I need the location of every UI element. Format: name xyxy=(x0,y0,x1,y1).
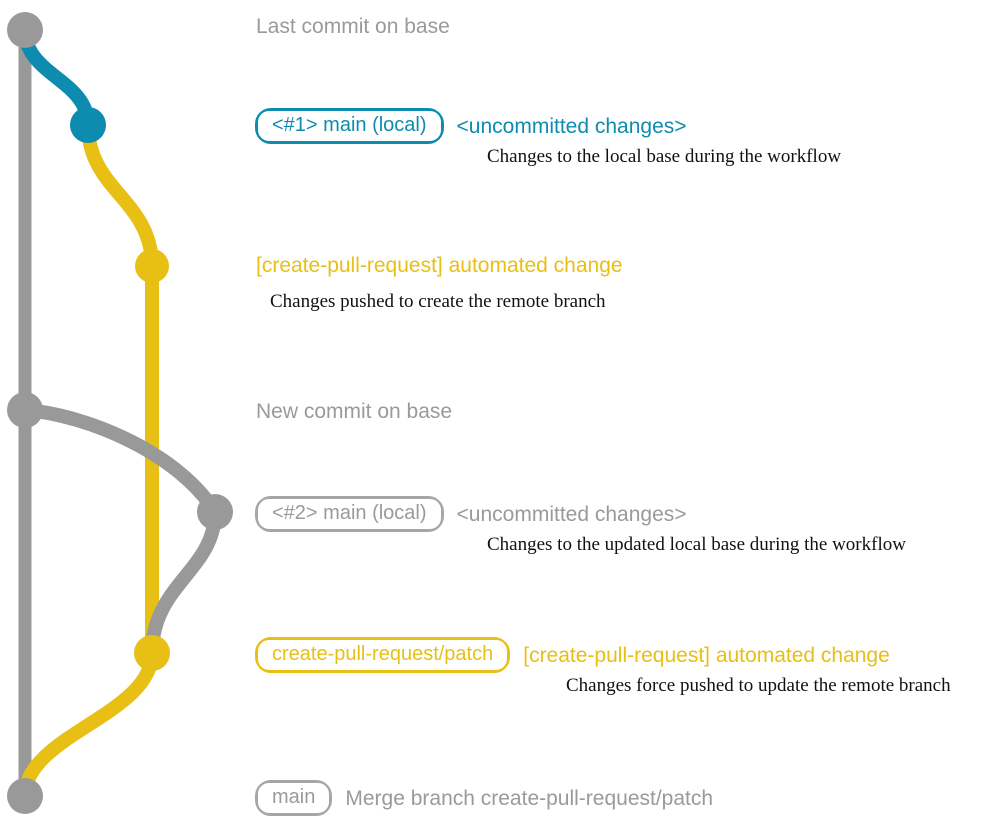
commit-subject-merge: Merge branch create-pull-request/patch xyxy=(345,786,714,810)
commit-subject-automated-change-1: [create-pull-request] automated change xyxy=(256,254,623,277)
commit-node-local-main-2[interactable] xyxy=(197,494,233,530)
ref-badge-main[interactable]: main xyxy=(254,780,333,816)
commit-subject-automated-change-2: [create-pull-request] automated change xyxy=(523,643,890,667)
ref-badge-local-main-1[interactable]: <#1> main (local) xyxy=(255,108,444,144)
commit-row-automated-change-1: [create-pull-request] automated change xyxy=(256,255,623,276)
commit-note-local-main-2: Changes to the updated local base during… xyxy=(487,534,906,555)
commit-node-automated-change-1[interactable] xyxy=(135,249,169,283)
commit-row-local-main-2: <#2> main (local) <uncommitted changes> xyxy=(255,496,687,532)
edge-local-main-2-to-automated-change-2 xyxy=(145,505,222,660)
commit-node-automated-change-2[interactable] xyxy=(134,635,170,671)
commit-subject-local-main-1: <uncommitted changes> xyxy=(456,114,687,138)
ref-badge-create-pull-request-patch[interactable]: create-pull-request/patch xyxy=(254,637,511,673)
edge-local-main-1-to-automated-change-1 xyxy=(81,118,159,273)
commit-note-automated-change-2: Changes force pushed to update the remot… xyxy=(566,675,951,696)
commit-node-new-commit-on-base[interactable] xyxy=(7,392,43,428)
commit-subject-last-commit-on-base: Last commit on base xyxy=(256,15,450,38)
commit-subject-new-commit-on-base: New commit on base xyxy=(256,400,453,423)
edge-new-base-to-local-main-2 xyxy=(18,403,222,519)
commit-row-merge: main Merge branch create-pull-request/pa… xyxy=(254,780,714,816)
commit-node-local-main-1[interactable] xyxy=(70,107,106,143)
edge-automated-change-2-to-merge xyxy=(18,646,159,803)
commit-subject-local-main-2: <uncommitted changes> xyxy=(456,502,687,526)
commit-row-automated-change-2: create-pull-request/patch [create-pull-r… xyxy=(254,637,890,673)
commit-node-last-commit-on-base[interactable] xyxy=(7,12,43,48)
commit-row-local-main-1: <#1> main (local) <uncommitted changes> xyxy=(255,108,687,144)
commit-node-merge[interactable] xyxy=(7,778,43,814)
commit-note-automated-change-1: Changes pushed to create the remote bran… xyxy=(270,291,606,312)
commit-note-local-main-1: Changes to the local base during the wor… xyxy=(487,146,842,167)
ref-badge-local-main-2[interactable]: <#2> main (local) xyxy=(255,496,444,532)
